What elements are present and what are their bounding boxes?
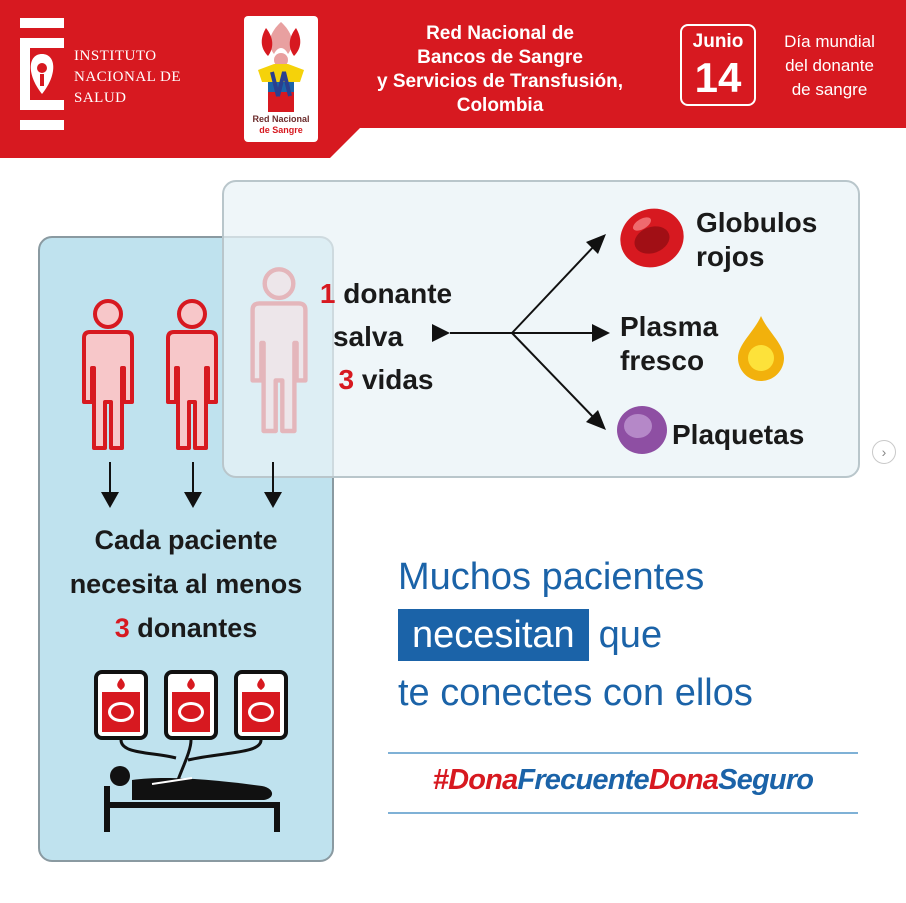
lives-count: 3 [338, 364, 355, 395]
down-arrow-3 [264, 462, 282, 508]
down-arrow-2 [184, 462, 202, 508]
divider-top [388, 752, 858, 754]
product-red-cells: Globulos rojos [696, 206, 817, 274]
donors-count: 3 [114, 613, 130, 643]
patient-line-1: Cada paciente [94, 525, 278, 555]
slogan-highlight: necesitan [398, 609, 589, 661]
saves-word: salva [332, 321, 404, 352]
campaign-hashtag: #DonaFrecuenteDonaSeguro [390, 764, 856, 797]
patient-line-2: necesita al menos [69, 569, 303, 599]
down-arrows [101, 462, 282, 508]
date-badge: Junio 14 [680, 24, 756, 106]
network-logo-line-1: Red Nacional [252, 114, 310, 124]
network-logo-line-2: de Sangre [259, 125, 303, 135]
blood-bag-icon-2 [164, 670, 218, 740]
network-title: Red Nacional de Bancos de Sangre y Servi… [340, 22, 660, 118]
hashtag-part-4: Seguro [718, 764, 814, 796]
plasma-drop-icon [738, 316, 784, 381]
blood-bag-icon-1 [94, 670, 148, 740]
donor-count: 1 [319, 278, 336, 309]
hashtag-part-2: Frecuente [517, 764, 649, 796]
world-day-line-3: de sangre [791, 80, 868, 99]
institution-name: Instituto Nacional de Salud [74, 46, 181, 109]
donor-word: donante [343, 278, 453, 309]
slogan-line-3: te conectes con ellos [398, 672, 753, 714]
date-day: 14 [694, 54, 742, 101]
world-day-label: Día mundial del donante de sangre [762, 30, 897, 102]
patient-bed-icon [104, 766, 280, 832]
person-icon-1 [82, 299, 134, 450]
blood-flame-logo-icon [258, 22, 304, 112]
world-day-line-2: del donante [785, 56, 874, 75]
network-title-line-4: Colombia [456, 95, 544, 116]
product-plasma-line-2: fresco [620, 345, 705, 376]
institution-line-2: Nacional de [74, 69, 182, 85]
divider-bottom [388, 812, 858, 814]
slogan-line-1: Muchos pacientes [398, 556, 705, 598]
product-red-cells-line-2: rojos [696, 241, 765, 272]
slogan-line-2-rest: que [598, 614, 663, 656]
hashtag-part-1: #Dona [432, 764, 518, 796]
donors-word: donantes [137, 613, 258, 643]
network-title-line-2: Bancos de Sangre [417, 47, 583, 68]
header-banner [0, 0, 906, 158]
hashtag-part-3: Dona [648, 764, 719, 796]
down-arrow-1 [101, 462, 119, 508]
chevron-right-icon: › [881, 444, 887, 460]
transfusion-illustration [94, 670, 288, 832]
date-month: Junio [692, 31, 744, 52]
institution-line-3: Salud [74, 90, 127, 106]
person-icon-2 [166, 299, 218, 450]
network-logo: Red Nacional de Sangre [244, 16, 318, 142]
product-red-cells-line-1: Globulos [696, 207, 818, 238]
institution-line-1: Instituto [74, 48, 157, 64]
red-blood-cell-icon [620, 208, 684, 268]
patient-statement: Cada paciente necesita al menos 3 donant… [40, 518, 332, 650]
ins-logo-icon [20, 18, 64, 130]
lives-word: vidas [361, 364, 434, 395]
blood-bag-icon-3 [234, 670, 288, 740]
world-day-line-1: Día mundial [784, 32, 875, 51]
product-plasma-line-1: Plasma [620, 311, 719, 342]
platelet-icon [617, 406, 667, 454]
next-slide-button[interactable]: › [872, 440, 896, 464]
network-title-line-1: Red Nacional de [426, 23, 574, 44]
product-plasma: Plasma fresco [620, 310, 718, 378]
donor-statement: 1 donante salva 3 vidas [296, 272, 476, 401]
network-title-line-3: y Servicios de Transfusión, [376, 71, 624, 92]
product-platelets: Plaquetas [672, 419, 805, 450]
distribution-arrows [432, 234, 610, 430]
